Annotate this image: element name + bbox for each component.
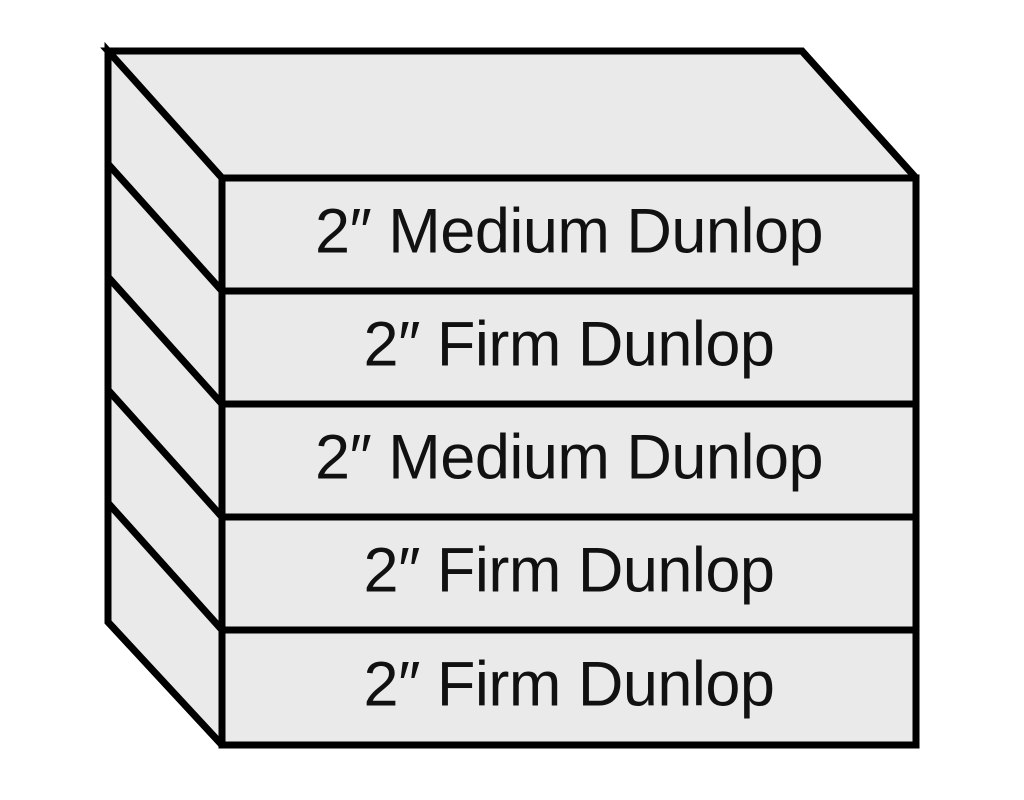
layer-5-label: 2″ Firm Dunlop (364, 650, 775, 720)
layer-3-front-face: 2″ Medium Dunlop (218, 400, 920, 521)
layer-1-front-face: 2″ Medium Dunlop (218, 174, 920, 295)
layer-2-front-face: 2″ Firm Dunlop (218, 287, 920, 408)
layer-3-label: 2″ Medium Dunlop (315, 423, 823, 493)
top-face (100, 47, 919, 181)
layer-4-front-face: 2″ Firm Dunlop (218, 513, 920, 634)
layer-5-front-face: 2″ Firm Dunlop (218, 626, 920, 749)
layer-1-label: 2″ Medium Dunlop (315, 197, 823, 267)
stack-outline (104, 47, 920, 749)
layer-2-label: 2″ Firm Dunlop (364, 310, 775, 380)
layer-4-label: 2″ Firm Dunlop (364, 536, 775, 606)
